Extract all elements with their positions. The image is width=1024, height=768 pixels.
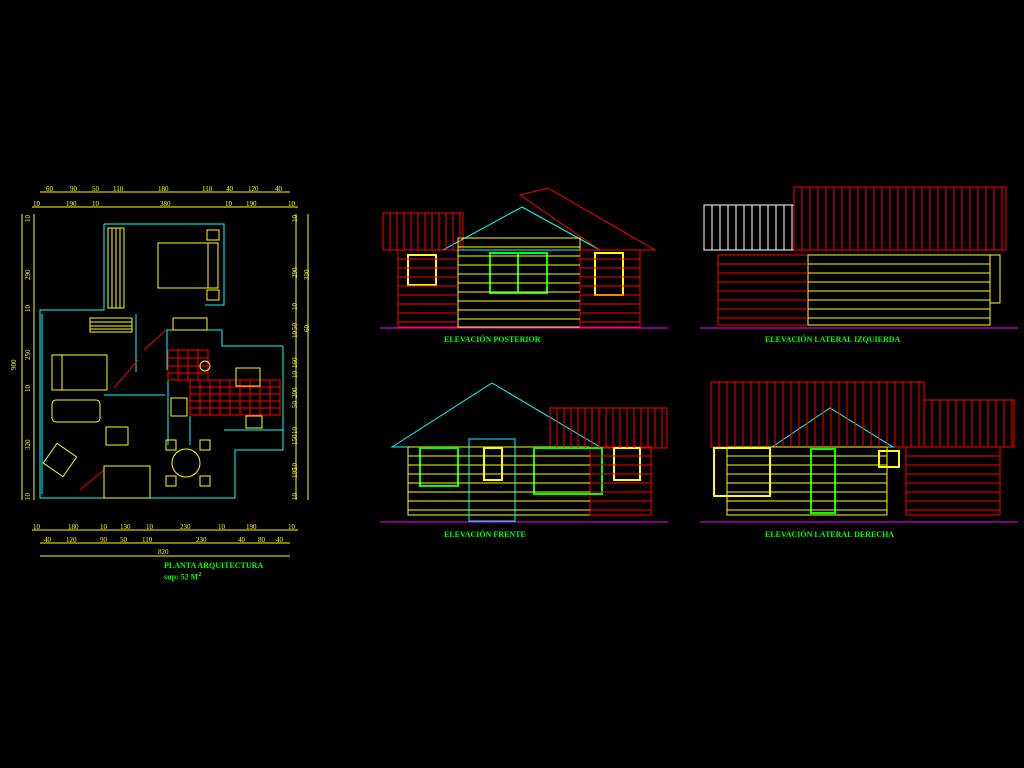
dimension-label: 10 (33, 523, 40, 531)
siding-hatch (727, 455, 887, 511)
plan-area-exponent: 2 (198, 572, 202, 578)
dimension-label: 90 (70, 185, 77, 193)
dimension-label: 80 (258, 536, 265, 544)
dimension-label: 120 (248, 185, 259, 193)
dimension-label: 195 (291, 467, 299, 479)
dimension-label: 200 (291, 387, 299, 399)
dimension-label: 10 (24, 215, 32, 222)
siding-hatch (808, 263, 990, 319)
dimension-label: 10 (288, 200, 295, 208)
elevation-lateral-derecha (700, 381, 1018, 523)
dimension-label: 900 (10, 359, 18, 371)
dimension-label: 10 (291, 215, 299, 222)
dimension-label: 10 (92, 200, 99, 208)
dimension-label: 130 (120, 523, 131, 531)
floor-plan (21, 191, 309, 557)
plan-area-text: sup: 52 M (164, 572, 199, 582)
dimension-label: 60 (46, 185, 53, 193)
dimension-label: 10 (33, 200, 40, 208)
dimension-label: 110 (113, 185, 124, 193)
dimension-label: 290 (291, 267, 299, 279)
dimension-label: 50 (92, 185, 99, 193)
roof-hatch (718, 382, 920, 447)
siding-hatch (906, 455, 1000, 511)
roof-hatch (389, 213, 461, 250)
dimension-label: 160 (291, 357, 299, 369)
dimension-label: 10 (288, 523, 295, 531)
dimension-label: 330 (303, 269, 311, 281)
dimension-label: 10 (291, 371, 299, 378)
label-elevacion-frente: ELEVACIÓN FRENTE (444, 530, 526, 539)
label-elevacion-izquierda: ELEVACIÓN LATERAL IZQUIERDA (765, 335, 901, 344)
dimension-label: 380 (160, 200, 171, 208)
dimension-label: 190 (246, 523, 257, 531)
dimension-label: 120 (66, 536, 77, 544)
roof-hatch (931, 400, 1013, 447)
siding-hatch (590, 455, 651, 511)
dimension-label: 10 (291, 331, 299, 338)
dimension-label: 290 (24, 269, 32, 281)
dimension-label: 180 (158, 185, 169, 193)
dimension-label: 90 (100, 536, 107, 544)
siding-hatch (718, 263, 808, 319)
dimension-label: 10 (225, 200, 232, 208)
siding-hatch (398, 258, 458, 323)
roof-hatch (801, 187, 1003, 250)
dimension-label: 10 (218, 523, 225, 531)
dimension-label: 250 (24, 349, 32, 361)
elevation-posterior (380, 187, 668, 329)
roof-hatch (556, 408, 663, 448)
dimension-label: 40 (238, 536, 245, 544)
dimension-label: 820 (158, 548, 169, 556)
dimension-label: 150 (291, 434, 299, 446)
dimension-label: 40 (44, 536, 51, 544)
dimension-label: 10 (291, 493, 299, 500)
dimension-label: 10 (24, 305, 32, 312)
dimension-label: 230 (180, 523, 191, 531)
dimension-label: 110 (142, 536, 153, 544)
dimension-label: 50 (291, 323, 299, 330)
dimension-label: 10 (146, 523, 153, 531)
dimension-label: 190 (246, 200, 257, 208)
dimension-label: 40 (275, 185, 282, 193)
dimension-label: 50 (291, 401, 299, 408)
dimension-label: 60 (303, 325, 311, 332)
dimension-label: 10 (291, 303, 299, 310)
dimension-label: 230 (196, 536, 207, 544)
label-elevacion-posterior: ELEVACIÓN POSTERIOR (444, 335, 541, 344)
siding-hatch (408, 455, 590, 511)
dimension-label: 10 (24, 493, 32, 500)
siding-hatch (458, 246, 580, 320)
dimension-label: 320 (24, 439, 32, 451)
dimension-label: 40 (276, 536, 283, 544)
dimension-label: 10 (291, 427, 299, 434)
dimension-label: 10 (100, 523, 107, 531)
dimension-label: 180 (68, 523, 79, 531)
plan-area: sup: 52 M2 (164, 572, 201, 582)
dimension-label: 110 (202, 185, 213, 193)
label-elevacion-derecha: ELEVACIÓN LATERAL DERECHA (765, 530, 895, 539)
dimension-label: 50 (120, 536, 127, 544)
siding-hatch (580, 258, 640, 323)
roof-hatch (711, 205, 793, 250)
plan-title: PLANTA ARQUITECTURA (164, 561, 264, 570)
elevation-lateral-izquierda (700, 186, 1018, 329)
dimension-label: 40 (226, 185, 233, 193)
dimension-label: 10 (24, 385, 32, 392)
dimension-label: 190 (66, 200, 77, 208)
